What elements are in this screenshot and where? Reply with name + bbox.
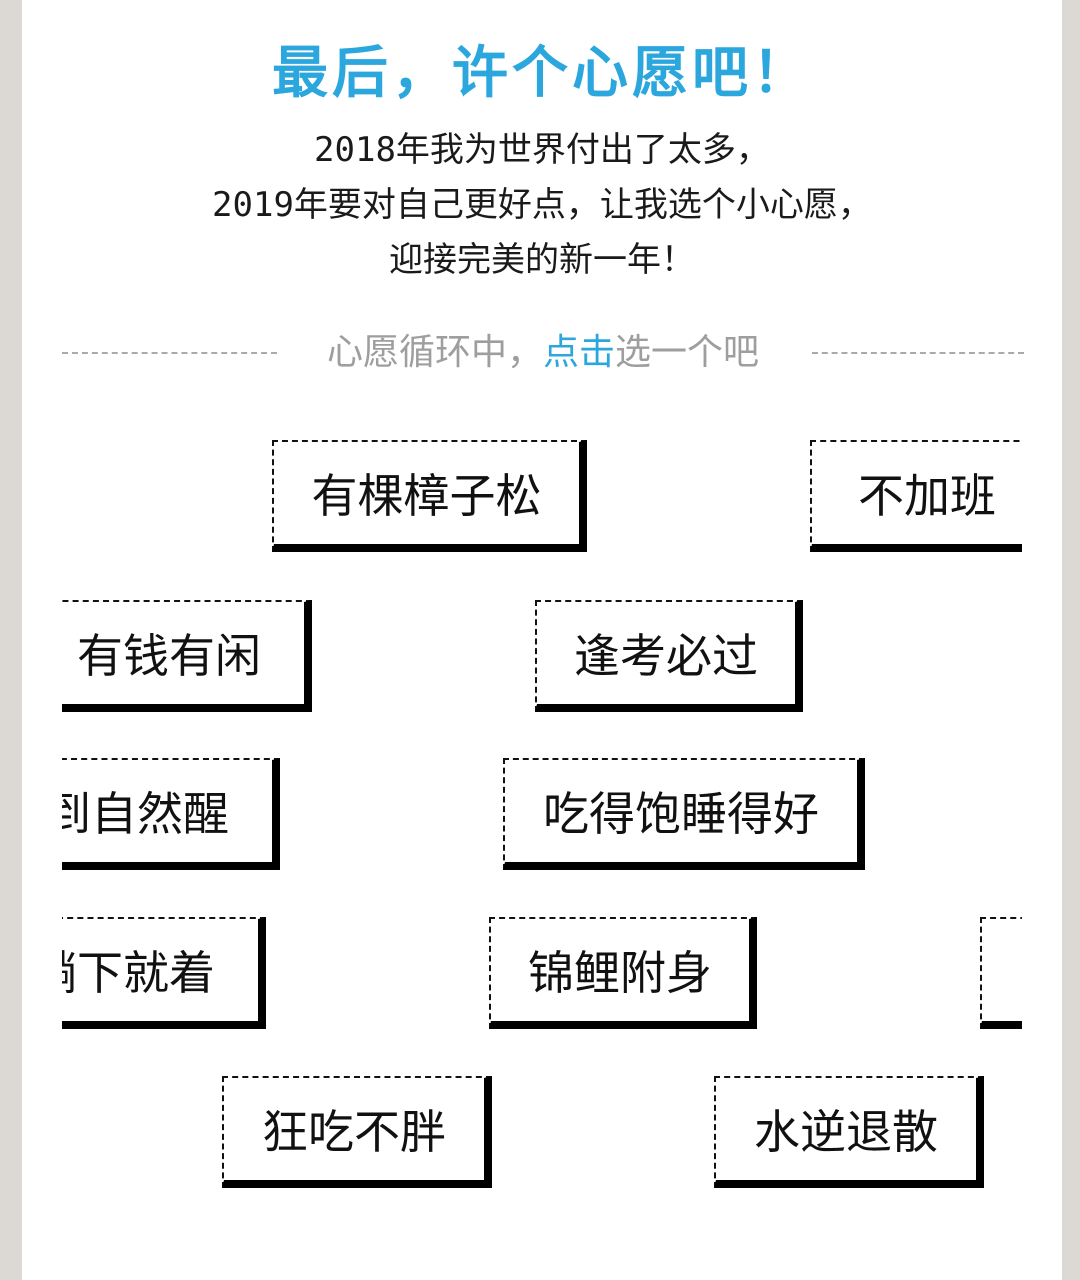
- wish-panel: 最后，许个心愿吧！ 2018年我为世界付出了太多， 2019年要对自己更好点，让…: [22, 0, 1062, 1280]
- wish-card[interactable]: 有棵樟子松: [272, 440, 587, 552]
- wish-card[interactable]: [980, 917, 1022, 1029]
- wish-card[interactable]: 水逆退散: [714, 1076, 984, 1188]
- instruction-prefix: 心愿循环中，: [326, 332, 543, 373]
- intro-line-3: 迎接完美的新一年！: [389, 240, 695, 280]
- wish-card[interactable]: 逢考必过: [535, 600, 803, 712]
- wish-card[interactable]: 锦鲤附身: [489, 917, 757, 1029]
- wish-card[interactable]: 狂吃不胖: [222, 1076, 492, 1188]
- divider-dash-left: [62, 352, 277, 354]
- instruction-divider: 心愿循环中，点击选一个吧: [62, 330, 1024, 376]
- wish-card[interactable]: 不加班: [810, 440, 1022, 552]
- wish-card[interactable]: 吃得饱睡得好: [503, 758, 865, 870]
- wish-card[interactable]: 到自然醒: [62, 758, 280, 870]
- wish-card[interactable]: 躺下就着: [62, 917, 266, 1029]
- divider-dash-right: [812, 352, 1024, 354]
- wish-carousel: 有棵樟子松 不加班 有钱有闲 逢考必过 到自然醒 吃得饱睡得好 躺下就着 锦鲤附…: [62, 420, 1022, 1220]
- instruction-text: 心愿循环中，点击选一个吧: [62, 330, 1024, 376]
- intro-line-2: 2019年要对自己更好点，让我选个小心愿，: [212, 185, 872, 225]
- page-title: 最后，许个心愿吧！: [272, 41, 812, 106]
- instruction-suffix: 选一个吧: [615, 332, 760, 373]
- intro-line-1: 2018年我为世界付出了太多，: [314, 130, 770, 170]
- wish-card[interactable]: 有钱有闲: [62, 600, 312, 712]
- instruction-click-highlight: 点击: [542, 332, 615, 373]
